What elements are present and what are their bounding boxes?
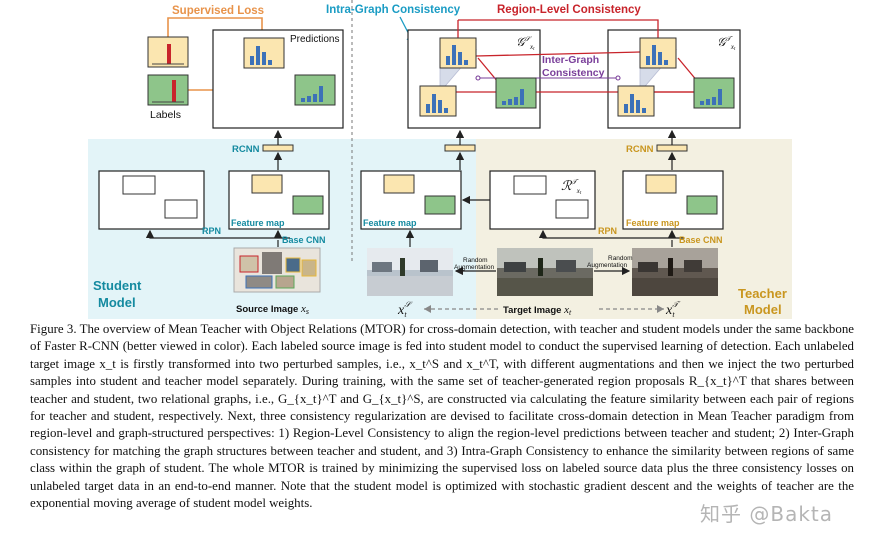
feature-map-label-mid: Feature map [363, 218, 417, 228]
rcnn-label-right: RCNN [626, 144, 654, 155]
rcnn-block-left [262, 144, 294, 152]
rpn-arrow-right [538, 229, 684, 239]
teacher-graph-node-3 [693, 77, 735, 109]
teacher-graph-node-2 [617, 85, 655, 117]
supervised-loss-label: Supervised Loss [172, 5, 264, 17]
rpn-arrow-left [145, 229, 290, 239]
random-augmentation-label-2b: Augmentation [587, 262, 627, 269]
prediction-histogram-1 [243, 37, 285, 69]
rcnn-block-mid [444, 144, 476, 152]
region-proposals-symbol: ℛ𝒯xt [561, 178, 582, 196]
labels-caption: Labels [150, 109, 181, 121]
rcnn-block-right [656, 144, 688, 152]
caption-text: Figure 3. The overview of Mean Teacher w… [30, 322, 854, 511]
student-graph-symbol: 𝒢𝒮xt [516, 35, 535, 52]
teacher-graph-node-1 [639, 37, 677, 69]
rpn-label-left: RPN [202, 226, 221, 236]
teacher-model-label-1: Teacher [738, 286, 787, 301]
target-image-teacher [632, 248, 718, 296]
mtor-overview-figure: Supervised Loss Labels Predictions RCNN … [88, 0, 792, 319]
student-graph-node-3 [495, 77, 537, 109]
student-model-label-2: Model [98, 295, 136, 310]
prediction-histogram-2 [294, 74, 336, 106]
source-image-label: Source Image xs [236, 303, 309, 316]
watermark: 知乎 @Bakta [700, 502, 834, 526]
figure-caption: Figure 3. The overview of Mean Teacher w… [30, 321, 854, 512]
target-image-student [367, 248, 453, 296]
rpn-label-right: RPN [598, 226, 617, 236]
intra-graph-consistency-label: Intra-Graph Consistency [326, 4, 461, 16]
feature-map-label-left: Feature map [231, 218, 285, 228]
predictions-label: Predictions [290, 34, 339, 45]
teacher-graph-symbol: 𝒢𝒯xt [717, 35, 736, 52]
region-level-consistency-label: Region-Level Consistency [497, 4, 641, 16]
student-graph-node-2 [419, 85, 457, 117]
teacher-model-label-2: Model [744, 302, 782, 317]
source-image [233, 247, 321, 293]
base-cnn-label-right: Base CNN [679, 235, 723, 245]
label-bar-2 [172, 80, 176, 102]
inter-graph-label-2: Consistency [542, 67, 605, 79]
label-box-2 [147, 74, 189, 106]
rcnn-label-left: RCNN [232, 144, 260, 155]
student-model-label-1: Student [93, 278, 142, 293]
random-augmentation-label-1b: Augmentation [454, 264, 494, 271]
student-graph-node-1 [439, 37, 477, 69]
random-augmentation-label-1a: Random [463, 257, 488, 264]
label-bar-1 [167, 44, 171, 64]
random-augmentation-label-2a: Random [608, 255, 633, 262]
target-image-label: Target Image xt [503, 304, 572, 317]
inter-graph-label-1: Inter-Graph [542, 54, 599, 66]
target-image [497, 248, 593, 296]
feature-map-label-right: Feature map [626, 218, 680, 228]
base-cnn-label-left: Base CNN [282, 235, 326, 245]
